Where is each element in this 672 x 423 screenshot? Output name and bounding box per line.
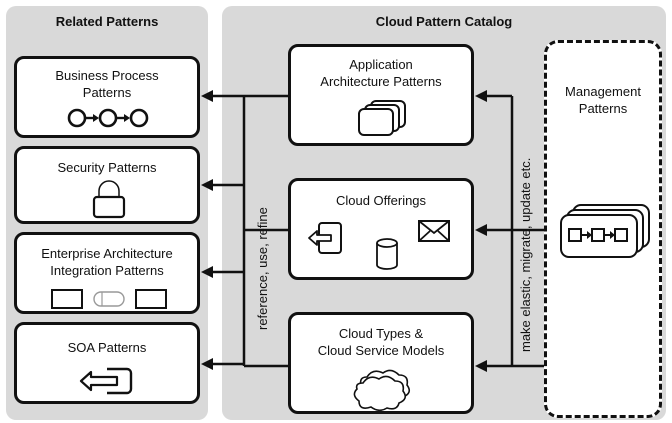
cloud-types-and-service-models-box[interactable]: Cloud Types & Cloud Service Models (288, 312, 474, 414)
relation-label-make-elastic-migrate-update: make elastic, migrate, update etc. (518, 157, 533, 352)
integration-icon (51, 289, 167, 309)
enterprise-architecture-integration-patterns-box[interactable]: Enterprise Architecture Integration Patt… (14, 232, 200, 314)
cloud-types-label-line1: Cloud Types & (338, 326, 424, 341)
process-chain-icon (67, 108, 149, 128)
management-chain-icon (560, 204, 650, 258)
security-patterns-label: Security Patterns (57, 160, 157, 175)
management-label-line1: Management (565, 84, 641, 99)
enterprise-label-line1: Enterprise Architecture (41, 246, 173, 261)
business-process-label-line2: Patterns (82, 85, 132, 100)
soa-patterns-box[interactable]: SOA Patterns (14, 322, 200, 404)
application-label-line2: Architecture Patterns (320, 74, 442, 89)
soa-patterns-label: SOA Patterns (67, 340, 147, 355)
catalog-title: Cloud Pattern Catalog (375, 14, 513, 29)
application-label-line1: Application (349, 57, 413, 72)
application-architecture-patterns-box[interactable]: Application Architecture Patterns (288, 44, 474, 146)
cloud-offerings-label: Cloud Offerings (335, 193, 427, 208)
cloud-offerings-box[interactable]: Cloud Offerings (288, 178, 474, 280)
lock-icon (92, 180, 126, 219)
cloud-types-label-line2: Cloud Service Models (317, 343, 445, 358)
enterprise-label-line2: Integration Patterns (50, 263, 164, 278)
related-patterns-title: Related Patterns (55, 14, 159, 29)
exchange-arrow-icon (79, 367, 133, 395)
relation-label-reference-use-refine: reference, use, refine (255, 207, 270, 330)
business-process-label-line1: Business Process (55, 68, 159, 83)
business-process-patterns-box[interactable]: Business Process Patterns (14, 56, 200, 138)
security-patterns-box[interactable]: Security Patterns (14, 146, 200, 224)
management-patterns-box[interactable]: Management Patterns (544, 40, 662, 418)
stacked-windows-icon (358, 100, 406, 136)
management-label-line2: Patterns (578, 101, 628, 116)
cloud-icon (353, 369, 411, 411)
offerings-icon (308, 220, 450, 270)
